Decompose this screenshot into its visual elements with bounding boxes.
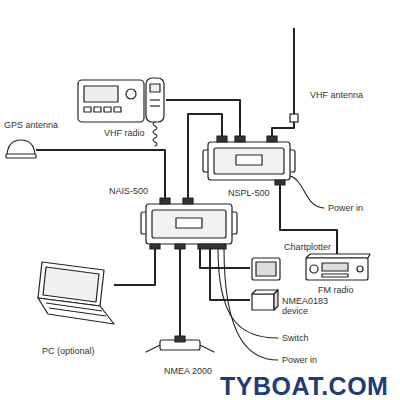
- fm-radio-symbol: [306, 258, 368, 280]
- backbone-cable: [146, 345, 160, 352]
- cable-connector: [200, 248, 250, 268]
- nmea0183-device-symbol: [252, 294, 274, 310]
- vhf-antenna-node: VHF antenna: [288, 28, 300, 122]
- handset-cord: [153, 122, 157, 146]
- chartplotter-symbol: [252, 258, 280, 280]
- chartplotter-symbol: [252, 258, 280, 280]
- device-label: NSPL-500: [228, 188, 270, 198]
- ais-receiver-symbol: [150, 244, 160, 249]
- device-label: PC (optional): [42, 346, 95, 356]
- ais-receiver-symbol: [198, 244, 226, 249]
- ais-receiver-symbol: [175, 244, 185, 249]
- t-connector-symbol: [160, 336, 200, 350]
- vhf-antenna-symbol: [290, 28, 298, 122]
- device-label: NAIS-500: [109, 186, 148, 196]
- vhf-radio-symbol: [146, 78, 164, 122]
- t-connector-symbol: [175, 336, 185, 342]
- splitter-symbol: [203, 136, 295, 185]
- gps-antenna-node: GPS antenna: [6, 138, 36, 158]
- loose-wire: [146, 122, 324, 360]
- cable-connector: [36, 150, 165, 200]
- ais-receiver-symbol: [141, 198, 237, 249]
- device-label: NMEA 2000: [164, 366, 212, 376]
- vhf-radio-symbol: [94, 107, 101, 112]
- cable-connector: [114, 248, 155, 285]
- splitter-symbol: [217, 136, 227, 142]
- cable-connector: [272, 122, 294, 136]
- laptop-symbol: [46, 303, 102, 311]
- ais-receiver-symbol: [183, 198, 193, 204]
- ais-receiver-symbol: [176, 218, 202, 228]
- device-label: VHF antenna: [310, 90, 363, 100]
- fm-radio-symbol: [306, 254, 370, 280]
- vhf-antenna-symbol: [290, 114, 298, 122]
- laptop-symbol: [38, 262, 114, 324]
- cable-connector: [166, 100, 240, 136]
- chartplotter-symbol: [256, 262, 276, 276]
- vhf-radio-symbol: [78, 78, 164, 122]
- vhf-radio-symbol: [150, 84, 160, 92]
- laptop-node: PC (optional): [28, 260, 114, 326]
- laptop-symbol: [43, 267, 99, 302]
- ais-receiver-node: NAIS-500: [143, 200, 235, 248]
- switch-label: Switch: [282, 333, 309, 343]
- vhf-radio-symbol: [150, 105, 160, 106]
- cable-connector: [280, 182, 337, 254]
- watermark: TYBOAT.COM: [220, 372, 388, 400]
- gps-antenna-symbol: [7, 140, 35, 155]
- cable-connector: [210, 248, 250, 300]
- gps-antenna-symbol: [6, 140, 36, 158]
- fm-radio-node: FM radio: [304, 254, 370, 282]
- power-wire: [224, 248, 278, 360]
- vhf-radio-node: VHF radio: [78, 78, 166, 124]
- splitter-symbol: [236, 155, 262, 165]
- nmea0183-device-symbol: [252, 290, 278, 310]
- device-label: FM radio: [318, 285, 354, 295]
- splitter-symbol: [235, 136, 245, 142]
- splitter-node: NSPL-500: [205, 136, 293, 182]
- laptop-symbol: [38, 298, 114, 324]
- power-wire: [290, 176, 324, 208]
- fm-radio-symbol: [322, 263, 348, 271]
- splitter-symbol: [275, 180, 285, 185]
- cable-connector: [179, 248, 181, 338]
- ais-receiver-symbol: [160, 198, 170, 204]
- device-label: GPS antenna: [4, 120, 58, 130]
- vhf-radio-symbol: [78, 80, 144, 122]
- ais-receiver-symbol: [152, 210, 226, 238]
- fm-radio-symbol: [310, 265, 318, 273]
- nmea0183-device-symbol: [274, 290, 278, 310]
- power-label: Power in: [328, 203, 363, 213]
- device-label: VHF radio: [104, 128, 145, 138]
- vhf-antenna-symbol: [293, 28, 295, 114]
- vhf-radio-symbol: [84, 86, 118, 102]
- vhf-radio-symbol: [104, 107, 111, 112]
- splitter-symbol: [214, 148, 284, 174]
- fm-radio-symbol: [357, 266, 363, 272]
- gps-antenna-symbol: [6, 154, 36, 158]
- device-label: Chartplotter: [284, 242, 331, 252]
- vhf-radio-symbol: [84, 107, 91, 112]
- fm-radio-symbol: [322, 274, 348, 277]
- power-label: Power in: [282, 355, 317, 365]
- ais-receiver-symbol: [146, 204, 232, 244]
- nmea0183-device-node: NMEA0183 device: [250, 290, 278, 312]
- splitter-symbol: [267, 136, 277, 142]
- t-connector-node: NMEA 2000: [158, 338, 202, 352]
- vhf-radio-symbol: [114, 107, 121, 112]
- device-label: NMEA0183 device: [282, 296, 332, 316]
- laptop-symbol: [49, 308, 106, 316]
- chartplotter-node: Chartplotter: [250, 256, 282, 282]
- vhf-radio-symbol: [150, 99, 160, 100]
- splitter-symbol: [208, 142, 290, 180]
- vhf-radio-symbol: [126, 89, 136, 99]
- backbone-cable: [200, 345, 214, 352]
